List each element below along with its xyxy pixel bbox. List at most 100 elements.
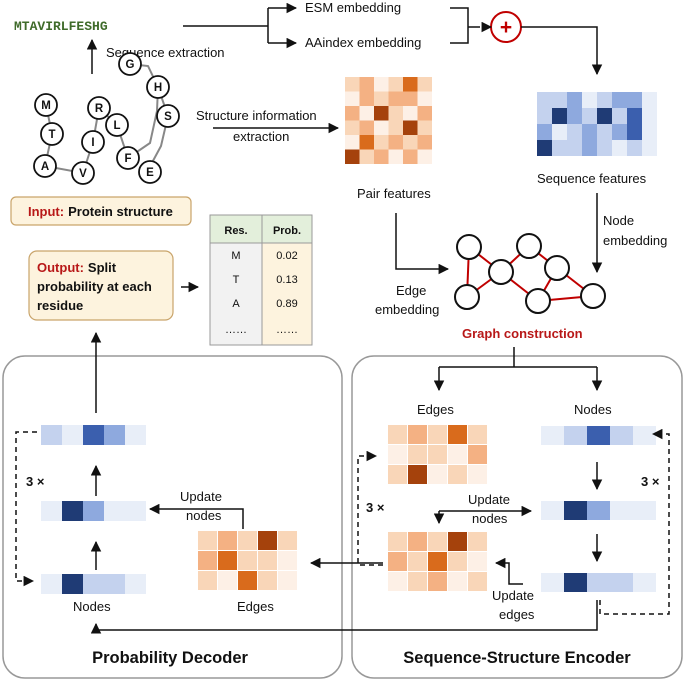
heatmap-cell [345,120,360,135]
heatmap-cell [374,91,389,106]
heatmap-cell [582,92,597,108]
heatmap-cell [62,425,83,445]
output-box [28,250,174,321]
heatmap-cell [41,425,62,445]
residue-letter: A [41,161,49,173]
heatmap-cell [448,465,467,484]
pair-features-label: Pair features [357,186,431,201]
residue-node [116,146,140,170]
arrow-encoder-nodes-to-decoder [90,600,598,634]
heatmap-cell [408,445,427,464]
residue-node [138,160,162,184]
arrow-update-nodes-dec [148,503,244,529]
encoder-nodes-label: Nodes [574,402,612,417]
heatmap-cell [41,501,62,521]
graph [454,233,606,314]
heatmap-cell [537,124,552,140]
encoder-update-nodes-label-2: nodes [472,511,508,526]
decoder-edges-matrix [198,531,297,590]
structure-info-label-1: Structure information [196,108,317,123]
node-embedding-label-1: Node [603,213,634,228]
output-line-3: residue [37,298,83,313]
decoder-panel [2,355,343,679]
plus-symbol: + [500,16,512,39]
heatmap-cell [345,77,360,92]
heatmap-cell [642,140,657,156]
heatmap-cell [388,149,403,164]
heatmap-cell [642,92,657,108]
heatmap-cell [552,140,567,156]
residue-letter: T [48,129,55,141]
heatmap-cell [359,106,374,121]
residue-letter: G [126,59,135,71]
heatmap-cell [388,135,403,150]
heatmap-cell [278,551,297,570]
heatmap-cell [417,91,432,106]
heatmap-cell [345,149,360,164]
heatmap-cell [83,574,104,594]
residue-node [33,154,57,178]
heatmap-cell [125,501,146,521]
heatmap-cell [627,140,642,156]
heatmap-cell [258,571,277,590]
heatmap-cell [359,149,374,164]
table-cell: 0.02 [276,250,297,262]
heatmap-cell [541,501,564,520]
table-cell: …… [276,324,298,336]
heatmap-cell [468,552,487,571]
residue-node [34,93,58,117]
heatmap-cell [428,532,447,551]
decoder-nodes-label: Nodes [73,599,111,614]
heatmap-cell [388,106,403,121]
structure-info-label-2: extraction [233,129,289,144]
heatmap-cell [587,426,610,445]
heatmap-cell [238,571,257,590]
heatmap-cell [198,531,217,550]
heatmap-cell [408,532,427,551]
heatmap-cell [627,92,642,108]
heatmap-cell [388,120,403,135]
heatmap-cell [104,425,125,445]
table-header-res: Res. [224,225,247,237]
decoder-nodes-vector-1 [41,425,146,445]
probability-table: Res. Prob. M 0.02 T 0.13 A 0.89 …… …… [209,214,313,346]
heatmap-cell [104,501,125,521]
heatmap-cell [597,108,612,124]
output-line-1: Output:Split [37,260,117,275]
residue-letter: H [154,82,162,94]
heatmap-cell [388,532,407,551]
residue-letter: F [124,153,131,165]
decoder-nodes-vector-3 [41,574,146,594]
protein-structure: MTAVIRLFESHG [33,52,180,185]
heatmap-cell [403,120,418,135]
residue-letter: L [113,120,120,132]
sequence-features-label: Sequence features [537,171,647,186]
heatmap-cell [552,124,567,140]
edge-embedding-label-2: embedding [375,302,439,317]
input-text: Input:Protein structure [28,204,173,219]
heatmap-cell [582,140,597,156]
heatmap-cell [125,574,146,594]
heatmap-cell [198,571,217,590]
node-embedding-label-2: embedding [603,233,667,248]
decoder-edges-label: Edges [237,599,274,614]
heatmap-cell [278,531,297,550]
encoder-nodes-vector-3 [541,573,656,592]
heatmap-cell [633,426,656,445]
heatmap-cell [567,140,582,156]
heatmap-cell [610,426,633,445]
heatmap-cell [258,531,277,550]
heatmap-cell [468,465,487,484]
heatmap-cell [582,124,597,140]
heatmap-cell [238,531,257,550]
esm-embedding-label: ESM embedding [305,0,401,15]
residue-letter: E [146,167,154,179]
heatmap-cell [612,92,627,108]
heatmap-cell [374,120,389,135]
heatmap-cell [278,571,297,590]
heatmap-cell [564,426,587,445]
heatmap-cell [597,140,612,156]
output-line-2: probability at each [37,279,152,294]
heatmap-cell [218,531,237,550]
heatmap-cell [587,573,610,592]
